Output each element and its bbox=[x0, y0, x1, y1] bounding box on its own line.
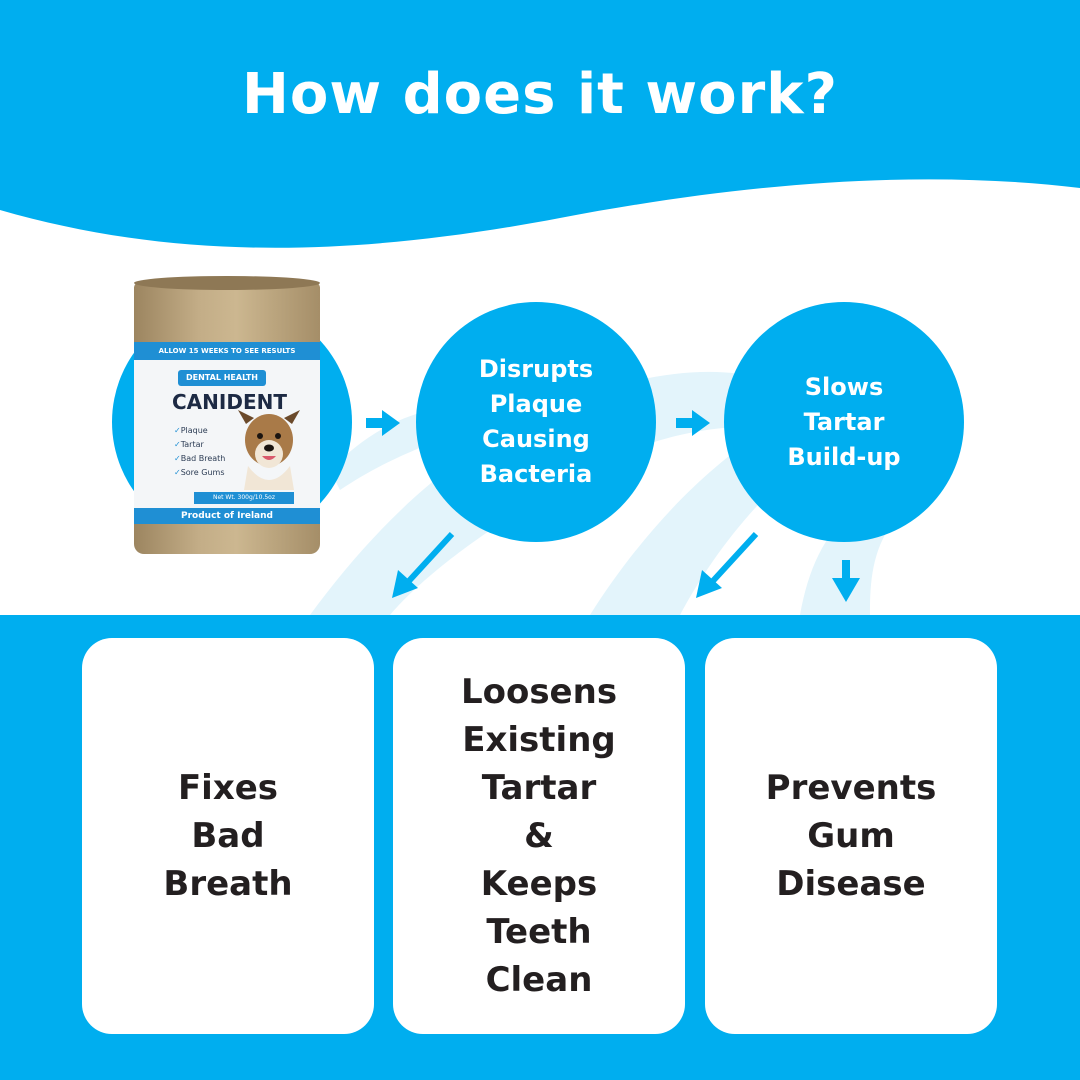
step-circle-plaque: Disrupts Plaque Causing Bacteria bbox=[416, 302, 656, 542]
result-card-gum-disease: Prevents Gum Disease bbox=[705, 638, 997, 1034]
can-lid bbox=[134, 276, 320, 290]
label-origin: Product of Ireland bbox=[134, 508, 320, 524]
step-circle-tartar: Slows Tartar Build-up bbox=[724, 302, 964, 542]
step-label: Slows Tartar Build-up bbox=[787, 372, 901, 471]
label-benefit-item: Sore Gums bbox=[174, 466, 225, 480]
product-can-image: ALLOW 15 WEEKS TO SEE RESULTS DENTAL HEA… bbox=[134, 276, 320, 554]
label-badge: DENTAL HEALTH bbox=[178, 370, 266, 386]
step-label: Disrupts Plaque Causing Bacteria bbox=[478, 355, 594, 488]
arrow-down bbox=[832, 560, 860, 602]
arrow-diagonal-1 bbox=[392, 531, 455, 598]
dog-illustration bbox=[238, 410, 300, 490]
header-wave bbox=[0, 0, 1080, 248]
result-card-tartar: Loosens Existing Tartar & Keeps Teeth Cl… bbox=[393, 638, 685, 1034]
label-benefit-item: Plaque bbox=[174, 424, 225, 438]
arrow-diagonal-2 bbox=[696, 531, 759, 598]
arrow-right-2 bbox=[676, 410, 710, 436]
arrow-right-1 bbox=[366, 410, 400, 436]
page-title: How does it work? bbox=[242, 62, 838, 127]
product-label: ALLOW 15 WEEKS TO SEE RESULTS DENTAL HEA… bbox=[134, 342, 320, 524]
result-label: Loosens Existing Tartar & Keeps Teeth Cl… bbox=[460, 672, 618, 1000]
result-card-bad-breath: Fixes Bad Breath bbox=[82, 638, 374, 1034]
label-weight: Net Wt. 300g/10.5oz bbox=[194, 492, 294, 504]
result-label: Fixes Bad Breath bbox=[163, 768, 293, 904]
label-banner: ALLOW 15 WEEKS TO SEE RESULTS bbox=[134, 342, 320, 360]
label-benefit-item: Bad Breath bbox=[174, 452, 226, 466]
label-benefits: Plaque Tartar Bad Breath Sore Gums bbox=[174, 424, 226, 480]
label-benefit-item: Tartar bbox=[174, 438, 225, 452]
swoosh-band-left bbox=[330, 410, 440, 490]
result-label: Prevents Gum Disease bbox=[765, 768, 937, 904]
label-brand: CANIDENT bbox=[172, 390, 287, 414]
